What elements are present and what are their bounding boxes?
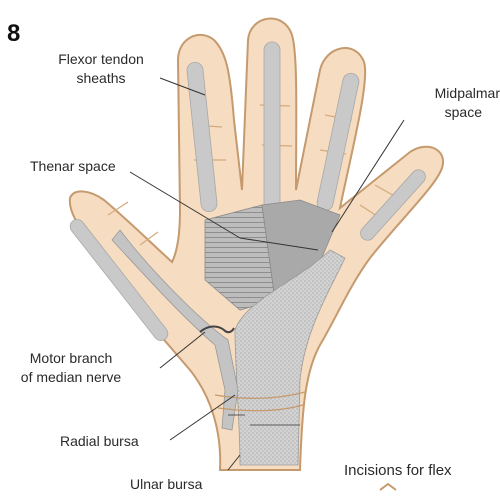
label-midpalmar-space: Midpalmar space [408,84,500,122]
label-line-2: space [408,103,500,122]
label-ulnar-bursa: Ulnar bursa [130,475,230,494]
label-line-1: Midpalmar [408,84,500,103]
label-motor-branch: Motor branch of median nerve [6,349,136,387]
label-flexor-tendon-sheaths: Flexor tendon sheaths [42,50,160,88]
label-line-1: Flexor tendon [42,50,160,69]
caption-incisions: Incisions for flex [344,461,500,480]
label-thenar-space: Thenar space [30,157,160,176]
label-radial-bursa: Radial bursa [60,432,170,451]
label-line-1: Motor branch [6,349,136,368]
figure-number: 8 [7,20,20,48]
incision-icon [380,484,396,490]
label-line-2: sheaths [42,69,160,88]
label-line-2: of median nerve [6,368,136,387]
